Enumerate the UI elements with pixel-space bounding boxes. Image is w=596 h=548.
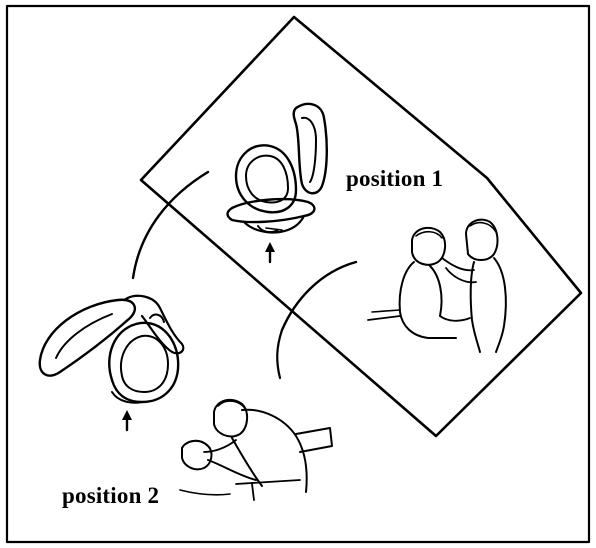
arrow-position-2 bbox=[122, 410, 132, 432]
curve-top-left bbox=[131, 170, 210, 280]
curve-middle-lower bbox=[276, 328, 284, 380]
seated-patient-examiner-sketch bbox=[367, 218, 507, 353]
position-1-highlight-box bbox=[139, 15, 583, 438]
arrow-position-1 bbox=[265, 242, 275, 264]
supine-patient-examiner-sketch bbox=[179, 398, 333, 501]
position-1-label: position 1 bbox=[346, 166, 444, 191]
canal-sketch-position-2 bbox=[38, 294, 185, 404]
position-2-label: position 2 bbox=[62, 483, 160, 508]
curve-middle bbox=[280, 260, 358, 332]
outer-frame bbox=[5, 4, 591, 544]
canal-sketch-position-1 bbox=[226, 102, 328, 234]
